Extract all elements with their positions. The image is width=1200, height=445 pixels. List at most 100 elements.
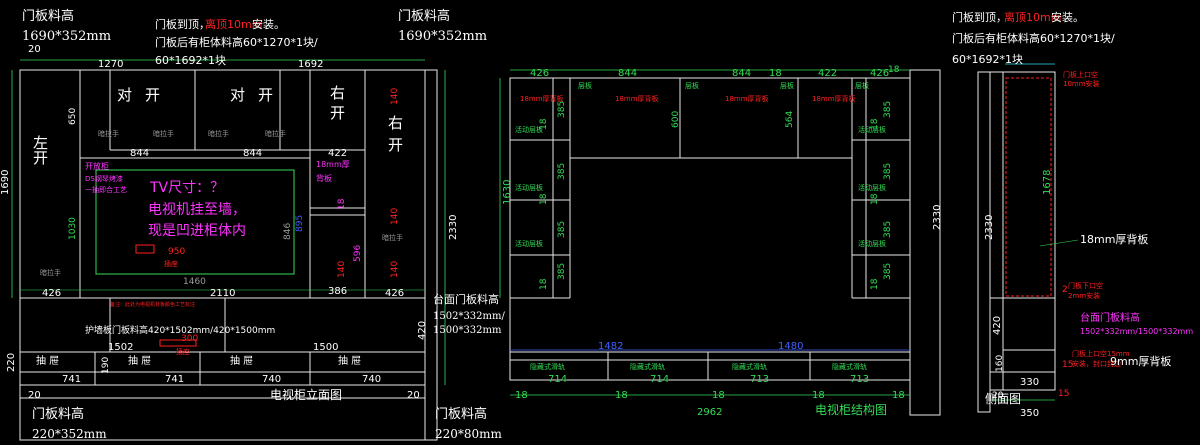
dim-950: 950 <box>168 247 185 257</box>
dim-140-a: 140 <box>390 88 400 105</box>
dim-422: 422 <box>328 148 347 159</box>
tv-line1: 电视机挂至墙， <box>148 202 246 218</box>
dim-420: 420 <box>417 321 428 340</box>
elevation-view <box>11 59 446 441</box>
dim-140-c: 140 <box>390 261 400 278</box>
mid-dim-1480: 1480 <box>778 341 803 352</box>
mid-dim-18-v: 18 <box>539 278 549 290</box>
mid-bottom-713-b: 713 <box>850 374 869 385</box>
mid-dim-422: 422 <box>818 68 837 79</box>
dim-2330: 2330 <box>448 215 459 240</box>
dim-300: 300 <box>181 334 198 344</box>
dim-1030: 1030 <box>68 217 78 240</box>
counter-size-2: 1500*332mm <box>433 325 502 336</box>
mid-dim-2330: 2330 <box>932 205 943 230</box>
door-pair-2b: 开 <box>258 86 273 104</box>
side-dim-1678: 1678 <box>1042 170 1053 195</box>
mid-shelf-side: 活动层板 <box>858 239 886 248</box>
top-note-2: 门板后有柜体料高60*1270*1块/ <box>155 35 318 49</box>
mid-dim-18: 18 <box>769 68 782 79</box>
dim-1270: 1270 <box>98 59 123 70</box>
side-dim-2330: 2330 <box>984 215 995 240</box>
side-dim-15: 15 <box>1062 360 1073 370</box>
note-tl-title: 门板料高 <box>22 8 74 24</box>
dim-426-r: 426 <box>385 288 404 299</box>
dim-1460: 1460 <box>183 277 206 287</box>
dim-1692: 1692 <box>298 59 323 70</box>
dim-895: 895 <box>295 215 305 232</box>
mid-dim-18-v: 18 <box>870 278 880 290</box>
dim-2110: 2110 <box>210 288 235 299</box>
mid-shelf-label: 18mm厚背板 <box>615 94 659 103</box>
mid-dim-844-b: 844 <box>732 68 751 79</box>
mid-drawer-note: 隐藏式滑轨 <box>732 362 767 371</box>
open-cabinet-2: DS钢琴烤漆 <box>85 174 123 183</box>
mid-shelf-side: 活动层板 <box>858 183 886 192</box>
side-dim-160: 160 <box>995 355 1005 372</box>
side-top-note-3: 60*1692*1块 <box>952 53 1023 66</box>
drawer-2: 抽 屉 <box>128 354 151 367</box>
mid-dim-844-a: 844 <box>618 68 637 79</box>
bottom-left-size: 220*352mm <box>32 427 107 441</box>
mid-drawer-note: 隐藏式滑轨 <box>530 362 565 371</box>
hinge-label: 暗拉手 <box>208 129 229 138</box>
side-top-note-2: 门板后有柜体料高60*1270*1块/ <box>952 31 1115 45</box>
mid-dim-600: 600 <box>671 111 681 128</box>
mid-bottom-714-a: 714 <box>548 374 567 385</box>
mid-dim-18-b: 18 <box>712 390 725 401</box>
side-door-up15-1: 门板上口空15mm <box>1072 349 1130 358</box>
mid-dim-426-r: 426 <box>870 68 889 79</box>
side-dim-330: 330 <box>1020 377 1039 388</box>
dim-844-b: 844 <box>243 148 262 159</box>
note-small: 备注：此处为电视机背板颜色工艺标注 <box>110 301 195 308</box>
hinge-label: 暗拉手 <box>98 129 119 138</box>
mid-dim-18-b: 18 <box>515 390 528 401</box>
top-note-1b: 离顶10mm <box>205 17 262 31</box>
side-counter-size: 1502*332mm/1500*332mm <box>1080 327 1193 336</box>
mid-shelf-side: 活动层板 <box>858 125 886 134</box>
tv-line2: 现是凹进柜体内 <box>148 223 246 239</box>
dim-140-b: 140 <box>390 208 400 225</box>
mid-dim-385: 385 <box>883 221 893 238</box>
structure-view <box>499 69 941 416</box>
mid-bottom-714-b: 714 <box>650 374 669 385</box>
mid-dim-385: 385 <box>557 221 567 238</box>
note-tr-size: 1690*352mm <box>398 29 487 44</box>
side-door-low-gap-2: 2mm安装 <box>1068 291 1100 300</box>
mid-dim-385: 385 <box>883 263 893 280</box>
dim-1500: 1500 <box>313 342 338 353</box>
mid-dim-18-v: 18 <box>539 118 549 130</box>
counter-title: 台面门板料高 <box>433 292 499 306</box>
dim-140-d: 140 <box>337 261 347 278</box>
mid-shelf-small: 层板 <box>685 81 699 90</box>
mid-drawer-note: 隐藏式滑轨 <box>832 362 867 371</box>
mid-shelf-side: 活动层板 <box>515 183 543 192</box>
bottom-right-title: 门板料高 <box>435 406 487 422</box>
mid-dim-385: 385 <box>883 101 893 118</box>
mid-dim-1482: 1482 <box>598 341 623 352</box>
counter-size-1: 1502*332mm/ <box>433 311 506 322</box>
side-top-note-1b: 离顶10mm <box>1004 10 1061 24</box>
side-top-note-1c: 安装。 <box>1051 10 1084 24</box>
mid-shelf-label: 18mm厚背板 <box>520 94 564 103</box>
note-tl-size: 1690*352mm <box>22 29 111 44</box>
socket-label: 插座 <box>176 347 190 356</box>
side-door-top-gap-2: 10mm安装 <box>1063 79 1100 88</box>
side-view <box>977 63 1056 413</box>
mid-dim-18-right: 18 <box>888 65 900 75</box>
side-door-top-gap-1: 门板上口空 <box>1063 70 1098 79</box>
dim-844-a: 844 <box>130 148 149 159</box>
mid-dim-18-v: 18 <box>539 193 549 205</box>
dim-741-b: 741 <box>165 374 184 385</box>
mid-shelf-side: 活动层板 <box>515 239 543 248</box>
mid-dim-18-b: 18 <box>812 390 825 401</box>
socket-label: 插座 <box>164 259 178 268</box>
back-panel-2: 背板 <box>316 173 332 183</box>
dim-426-l: 426 <box>42 288 61 299</box>
door-right-2b: 开 <box>388 136 403 154</box>
dim-846: 846 <box>283 223 293 240</box>
mid-bottom-713-a: 713 <box>750 374 769 385</box>
side-back-18: 18mm厚背板 <box>1080 232 1148 246</box>
side-back-9: 9mm厚背板 <box>1110 354 1171 368</box>
